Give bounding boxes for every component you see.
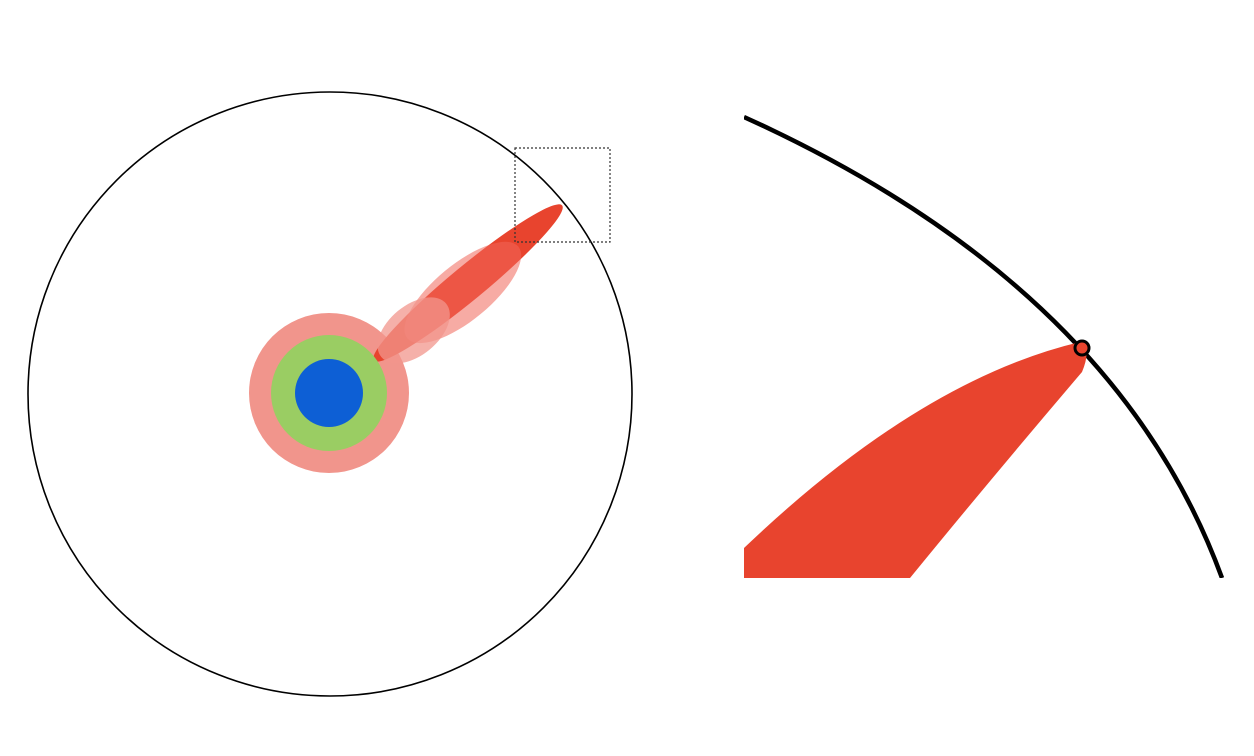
plume-base-glow xyxy=(377,297,450,364)
plume-group xyxy=(373,204,563,364)
zoom-region-box xyxy=(514,147,611,243)
zoomed-plume-tip xyxy=(744,342,1087,578)
blue-core xyxy=(295,359,363,427)
zoom-detail-panel xyxy=(744,114,1224,578)
outer-boundary-circle xyxy=(27,91,633,697)
zoomed-boundary-arc xyxy=(744,114,1224,578)
contact-point-marker xyxy=(1073,339,1091,357)
overview-panel xyxy=(27,91,633,697)
